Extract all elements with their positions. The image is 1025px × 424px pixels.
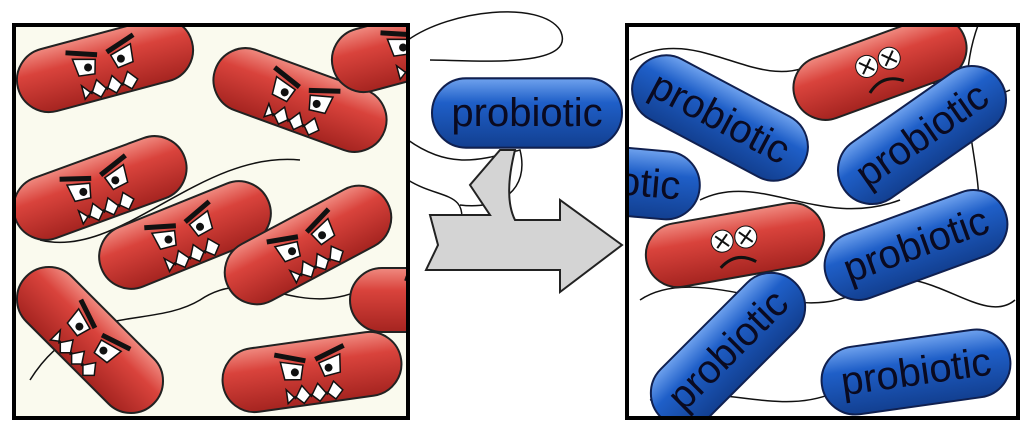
probiotic-pill: probiotic — [627, 136, 704, 224]
arrow-icon — [424, 149, 624, 295]
bad-bacterium — [350, 268, 530, 332]
right-panel: probiotic probiotic probiotic probiotic … — [625, 23, 1020, 420]
pill-label: probiotic — [451, 91, 602, 135]
probiotic-pill: probiotic — [816, 324, 1016, 418]
center-probiotic-pill: probiotic — [430, 77, 624, 149]
left-panel — [12, 23, 530, 420]
